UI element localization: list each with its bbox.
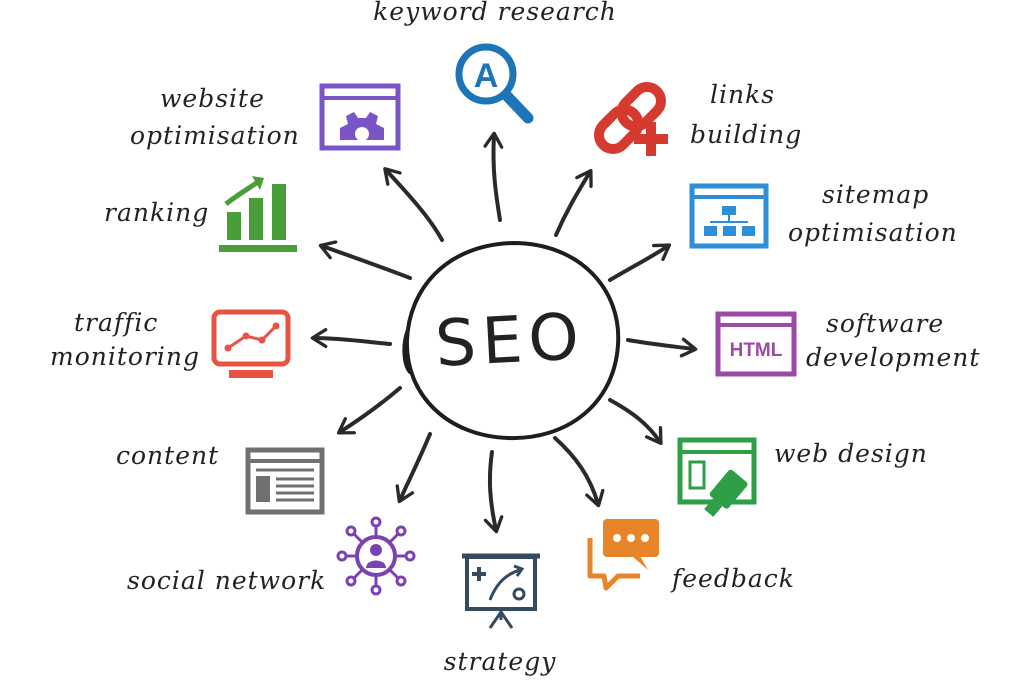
node-content: content [116, 441, 325, 515]
magnifier-letter: A [474, 57, 499, 95]
node-feedback: feedback [587, 519, 795, 593]
html-window-icon: HTML [715, 311, 797, 377]
node-strategy: strategy [444, 553, 557, 676]
web-design-icon [677, 437, 757, 517]
links-building-label-line1: links [710, 80, 775, 109]
web-design-label: web design [774, 439, 928, 468]
social-network-label: social network [127, 566, 326, 595]
content-label: content [116, 441, 219, 470]
sitemap-label-line2: optimisation [788, 218, 958, 247]
chat-bubbles-icon [587, 519, 659, 591]
center-label: SEO [433, 300, 586, 382]
chain-plus-icon [594, 82, 668, 156]
arrow-feedback [553, 436, 605, 508]
arrow-social-network [395, 432, 432, 504]
links-building-label-line2: building [690, 120, 802, 149]
html-icon-text: HTML [730, 340, 783, 361]
arrow-content [336, 386, 402, 435]
arrow-software [626, 337, 698, 358]
website-optimisation-label-line1: website [160, 84, 265, 113]
node-ranking: ranking [104, 176, 297, 252]
strategy-board-icon [462, 553, 540, 629]
arrows [310, 131, 698, 534]
arrow-keyword-research [483, 131, 504, 222]
ranking-label: ranking [104, 198, 209, 227]
node-software-development: software development HTML [715, 309, 980, 377]
website-optimisation-label-line2: optimisation [130, 121, 300, 150]
sitemap-window-icon [689, 183, 769, 249]
node-links-building: links building [594, 80, 802, 156]
arrow-sitemap [608, 243, 672, 282]
node-keyword-research: keyword research A [373, 0, 617, 124]
strategy-label: strategy [444, 647, 557, 676]
magnifier-a-icon: A [455, 43, 534, 124]
bar-chart-icon [219, 176, 297, 252]
gear-window-icon [319, 83, 401, 151]
arrow-website-optimisation [383, 167, 444, 242]
monitor-graph-icon [211, 309, 291, 378]
sitemap-label-line1: sitemap [822, 180, 929, 209]
software-label-line2: development [806, 343, 980, 372]
node-social-network: social network [127, 516, 416, 596]
arrow-web-design [608, 398, 663, 446]
feedback-label: feedback [670, 564, 795, 593]
arrow-traffic [310, 328, 392, 349]
arrow-links-building [554, 168, 593, 237]
social-network-icon [336, 516, 416, 596]
node-web-design: web design [677, 437, 928, 517]
node-website-optimisation: website optimisation [130, 83, 401, 151]
seo-center: SEO [402, 240, 621, 441]
traffic-label-line2: monitoring [50, 342, 200, 371]
traffic-label-line1: traffic [74, 308, 158, 337]
node-traffic-monitoring: traffic monitoring [50, 308, 291, 378]
arrow-ranking [318, 240, 412, 280]
software-label-line1: software [826, 309, 944, 338]
content-window-icon [245, 447, 325, 515]
keyword-research-label: keyword research [373, 0, 617, 26]
node-sitemap-optimisation: sitemap optimisation [689, 180, 958, 249]
center-circle [402, 240, 621, 441]
arrow-strategy [483, 450, 504, 534]
